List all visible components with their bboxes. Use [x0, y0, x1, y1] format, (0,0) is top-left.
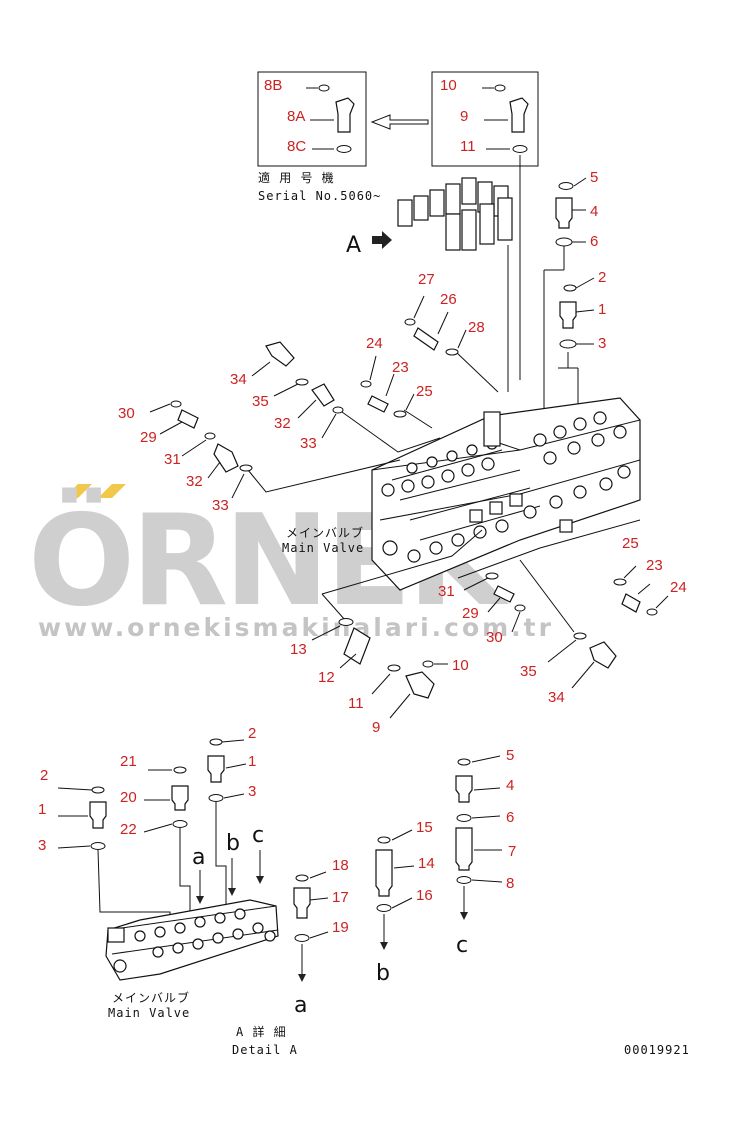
label-top-35b: 35	[520, 663, 537, 680]
label-bot-16: 16	[416, 887, 433, 904]
leader-lines-mid	[247, 351, 641, 633]
label-bot-7: 7	[508, 843, 516, 860]
label-top-2: 2	[598, 269, 606, 286]
label-bot-20: 20	[120, 789, 137, 806]
label-8b: 8B	[264, 77, 282, 94]
label-bot-3b: 3	[248, 783, 256, 800]
main-valve-bottom	[105, 899, 279, 981]
view-marker: A	[346, 233, 361, 258]
label-top-29b: 29	[462, 605, 479, 622]
label-top-29a: 29	[140, 429, 157, 446]
label-top-11: 11	[348, 695, 364, 712]
label-top-34b: 34	[548, 689, 565, 706]
label-top-31a: 31	[164, 451, 181, 468]
main-valve-bottom-en: Main Valve	[108, 1006, 190, 1020]
label-bot-17: 17	[332, 889, 349, 906]
label-bot-15: 15	[416, 819, 433, 836]
label-top-25b: 25	[622, 535, 639, 552]
watermark-url: www.ornekismakinalari.com.tr	[38, 613, 554, 642]
parts-right-column	[555, 182, 577, 349]
detail-jp: A 詳 細	[236, 1024, 287, 1039]
label-top-32b: 32	[186, 473, 203, 490]
flow-mark-b-bottom: b	[376, 961, 390, 986]
label-9: 9	[460, 108, 468, 125]
label-bot-1b: 1	[248, 753, 256, 770]
main-valve-top	[371, 397, 641, 591]
label-bot-2b: 2	[248, 725, 256, 742]
label-bot-14: 14	[418, 855, 435, 872]
label-top-23a: 23	[392, 359, 409, 376]
label-bot-2: 2	[40, 767, 48, 784]
label-bot-1: 1	[38, 801, 46, 818]
detail-box-left: 8B 8A 8C	[257, 71, 367, 167]
label-top-23b: 23	[646, 557, 663, 574]
label-bot-19: 19	[332, 919, 349, 936]
label-top-30b: 30	[486, 629, 503, 646]
serial-jp: 適 用 号 機	[258, 170, 335, 185]
view-arrow	[372, 231, 392, 249]
label-top-32a: 32	[274, 415, 291, 432]
main-valve-top-jp: メインバルブ	[286, 525, 364, 540]
flow-mark-c-top: c	[252, 823, 264, 848]
detail-en: Detail A	[232, 1043, 298, 1057]
label-bot-8: 8	[506, 875, 514, 892]
label-bot-6: 6	[506, 809, 514, 826]
main-valve-bottom-jp: メインバルブ	[112, 990, 190, 1005]
label-bot-3: 3	[38, 837, 46, 854]
label-top-24b: 24	[670, 579, 687, 596]
label-top-28: 28	[468, 319, 485, 336]
label-top-6: 6	[590, 233, 598, 250]
label-top-35a: 35	[252, 393, 269, 410]
flow-mark-b-top: b	[226, 831, 240, 856]
label-bot-18: 18	[332, 857, 349, 874]
label-top-30a: 30	[118, 405, 135, 422]
label-top-1: 1	[598, 301, 606, 318]
serial-en: Serial No.5060~	[258, 189, 381, 203]
label-top-24a: 24	[366, 335, 383, 352]
label-top-13: 13	[290, 641, 307, 658]
label-top-10: 10	[452, 657, 469, 674]
label-top-4: 4	[590, 203, 598, 220]
label-top-33b: 33	[212, 497, 229, 514]
label-top-26: 26	[440, 291, 457, 308]
label-top-25a: 25	[416, 383, 433, 400]
flow-mark-a-bottom: a	[294, 993, 307, 1018]
label-8a: 8A	[287, 108, 305, 125]
leader-lines-top	[507, 155, 579, 410]
flow-mark-a-top: a	[192, 845, 205, 870]
drawing-number: 00019921	[624, 1043, 690, 1057]
label-top-33a: 33	[300, 435, 317, 452]
label-bot-4: 4	[506, 777, 514, 794]
label-top-31b: 31	[438, 583, 455, 600]
label-bot-22: 22	[120, 821, 137, 838]
label-bot-5: 5	[506, 747, 514, 764]
label-top-5: 5	[590, 169, 598, 186]
label-top-12: 12	[318, 669, 335, 686]
arrow-left	[370, 114, 429, 130]
fitting-cluster	[397, 177, 513, 251]
label-8c: 8C	[287, 138, 306, 155]
label-top-9: 9	[372, 719, 380, 736]
label-top-3: 3	[598, 335, 606, 352]
label-top-27: 27	[418, 271, 435, 288]
detail-box-right: 10 9 11	[431, 71, 539, 167]
label-top-34a: 34	[230, 371, 247, 388]
label-bot-21: 21	[120, 753, 137, 770]
flow-mark-c-bottom: c	[456, 933, 468, 958]
label-11: 11	[460, 138, 476, 155]
main-valve-top-en: Main Valve	[282, 541, 364, 555]
label-10: 10	[440, 77, 457, 94]
